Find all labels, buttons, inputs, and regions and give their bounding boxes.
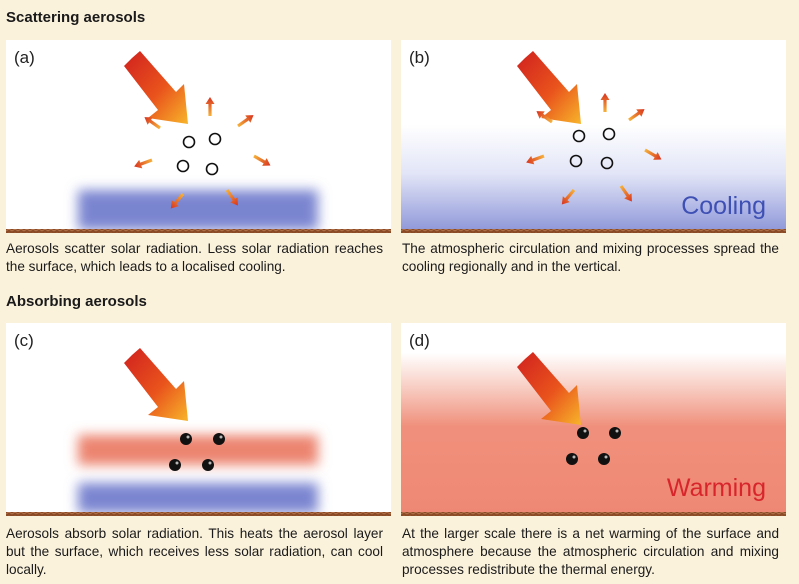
panel-c: (c) xyxy=(6,323,391,516)
panel-c-illustration xyxy=(6,348,391,516)
scattering-aerosol-particles xyxy=(176,132,222,176)
solar-radiation-arrow xyxy=(124,348,188,421)
panel-d: (d) Warming xyxy=(401,323,786,516)
ground-surface xyxy=(6,229,391,233)
regional-cooling-layer xyxy=(401,125,786,233)
panel-a-illustration xyxy=(6,51,391,233)
panel-label-b: (b) xyxy=(409,48,430,67)
aerosol-particle xyxy=(569,154,583,168)
caption-d: At the larger scale there is a net warmi… xyxy=(402,526,779,577)
aerosol-particle xyxy=(602,127,616,141)
aerosol-particle xyxy=(182,135,196,149)
surface-cooling-layer xyxy=(78,483,318,513)
aerosol-particle xyxy=(572,129,586,143)
panel-a: (a) xyxy=(6,40,391,233)
aerosol-particle xyxy=(202,459,214,471)
aerosol-particle xyxy=(180,433,192,445)
caption-a: Aerosols scatter solar radiation. Less s… xyxy=(6,241,383,274)
aerosol-particle xyxy=(176,159,190,173)
warming-label: Warming xyxy=(666,474,766,502)
surface-cooling-layer xyxy=(78,190,318,230)
panel-label-c: (c) xyxy=(14,331,34,350)
scattering-aerosol-particles xyxy=(569,127,616,170)
aerosol-particle xyxy=(213,433,225,445)
ground-surface xyxy=(401,229,786,233)
regional-warming-layer xyxy=(401,353,786,516)
aerosol-particle xyxy=(598,453,610,465)
scatter-arrow xyxy=(235,111,257,130)
aerosol-particle xyxy=(609,427,621,439)
aerosol-particle xyxy=(577,427,589,439)
aerosol-particle xyxy=(208,132,222,146)
section-title-scattering: Scattering aerosols xyxy=(6,9,146,26)
aerosol-particle xyxy=(169,459,181,471)
scatter-arrow xyxy=(626,105,648,124)
cooling-label: Cooling xyxy=(681,192,766,220)
scatter-arrow xyxy=(132,155,154,171)
panel-label-a: (a) xyxy=(14,48,35,67)
panel-b: (b) Cooling xyxy=(401,40,786,233)
aerosol-particle xyxy=(566,453,578,465)
caption-b: The atmospheric circulation and mixing p… xyxy=(402,241,779,274)
aerosol-particle xyxy=(205,162,219,176)
scatter-arrow xyxy=(205,97,215,116)
solar-radiation-arrow xyxy=(517,51,581,124)
ground-surface xyxy=(401,512,786,516)
panel-b-illustration xyxy=(401,51,786,233)
panel-label-d: (d) xyxy=(409,331,430,350)
scatter-arrow xyxy=(251,152,273,170)
aerosol-heating-layer xyxy=(78,435,318,465)
scatter-arrow xyxy=(600,93,610,112)
aerosol-particle xyxy=(600,156,614,170)
section-title-absorbing: Absorbing aerosols xyxy=(6,293,147,310)
caption-c: Aerosols absorb solar radiation. This he… xyxy=(6,526,383,577)
panel-d-illustration xyxy=(401,352,786,516)
ground-surface xyxy=(6,512,391,516)
solar-radiation-arrow xyxy=(124,51,188,124)
